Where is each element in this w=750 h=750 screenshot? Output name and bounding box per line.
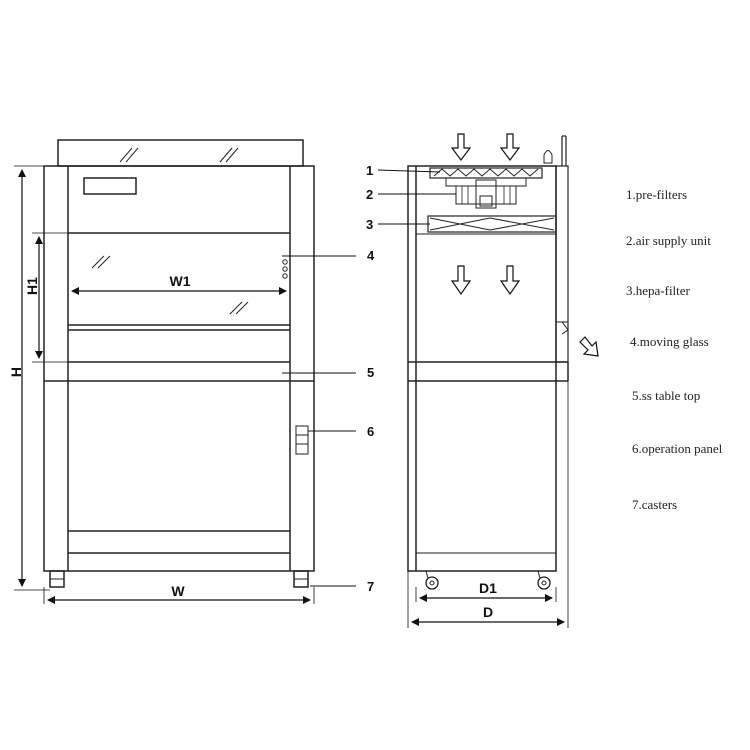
glass-hatch xyxy=(125,147,139,163)
caster-wheel-hub xyxy=(429,580,435,586)
air-supply-unit xyxy=(445,177,527,187)
caster-wheel xyxy=(425,576,439,590)
legend-item: 6.operation panel xyxy=(632,441,723,456)
glass-hatch xyxy=(219,147,233,163)
dim-d1-label: D1 xyxy=(479,580,497,596)
hepa-pleats xyxy=(429,217,555,231)
airflow-down-arrow xyxy=(499,265,521,296)
caster-wheel xyxy=(537,576,551,590)
legend-item: 7.casters xyxy=(632,497,678,512)
front-dimensions xyxy=(14,165,315,604)
dim-w1-label: W1 xyxy=(170,273,191,289)
lamp-icon xyxy=(543,150,553,164)
airflow-out-arrow xyxy=(579,336,599,357)
cabinet-body xyxy=(43,165,315,572)
side-body xyxy=(407,165,557,572)
blower-body xyxy=(455,185,517,205)
glass-hinge xyxy=(561,321,569,335)
airflow-in-arrow xyxy=(450,133,472,161)
side-callout-leaders xyxy=(377,169,456,225)
glass-hatch xyxy=(229,301,243,315)
glass-hatch xyxy=(91,255,105,269)
callout-3: 3 xyxy=(366,217,373,232)
blower-outlet xyxy=(479,195,493,207)
pre-filter-pleats xyxy=(433,168,539,177)
airflow-in-arrow xyxy=(499,133,521,161)
caster-bracket xyxy=(425,570,429,579)
front-callout-leaders xyxy=(282,255,356,587)
callout-1: 1 xyxy=(366,163,373,178)
glass-hatch xyxy=(235,301,249,315)
side-view xyxy=(407,135,569,590)
indicator-light xyxy=(282,259,288,265)
glass-hatch xyxy=(119,147,133,163)
airflow-down-arrow xyxy=(450,265,472,296)
glass-hatch xyxy=(97,255,111,269)
dim-h1-label: H1 xyxy=(24,277,40,295)
moving-glass-track xyxy=(555,165,569,363)
callout-7: 7 xyxy=(367,579,374,594)
top-hood xyxy=(57,139,304,167)
caster-wheel-hub xyxy=(541,580,547,586)
legend-item: 2.air supply unit xyxy=(626,233,711,248)
callout-6: 6 xyxy=(367,424,374,439)
indicator-light xyxy=(282,273,288,279)
callout-5: 5 xyxy=(367,365,374,380)
side-dimensions xyxy=(407,381,569,628)
indicator-light xyxy=(282,266,288,272)
legend-item: 4.moving glass xyxy=(630,334,709,349)
legend-item: 1.pre-filters xyxy=(626,187,688,202)
operation-panel xyxy=(295,425,309,455)
caster-bracket xyxy=(537,570,541,579)
blower-motor xyxy=(475,179,497,209)
dim-d-label: D xyxy=(483,604,493,620)
dim-h-label: H xyxy=(8,367,24,377)
legend-item: 3.hepa-filter xyxy=(626,283,690,298)
airflow-arrows xyxy=(450,133,599,357)
hepa-pleats xyxy=(429,217,555,231)
leader-1 xyxy=(377,169,441,173)
callout-4: 4 xyxy=(367,248,375,263)
dim-w-label: W xyxy=(171,583,185,599)
label-plate xyxy=(83,177,137,195)
legend-item: 5.ss table top xyxy=(632,388,701,403)
glass-hatch xyxy=(225,147,239,163)
callout-2: 2 xyxy=(366,187,373,202)
front-view xyxy=(43,139,315,588)
